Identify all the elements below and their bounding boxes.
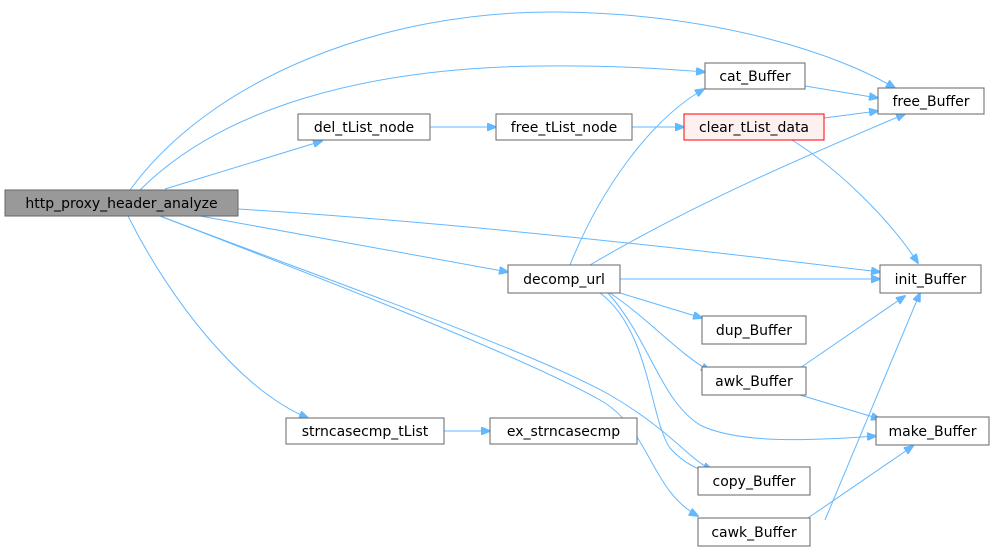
node-label: cawk_Buffer xyxy=(711,525,797,541)
node-label: del_tList_node xyxy=(314,120,414,136)
node-label: init_Buffer xyxy=(895,272,967,288)
edge-clear-init-buffer xyxy=(791,139,918,263)
node-awk-buffer[interactable]: awk_Buffer xyxy=(701,366,807,396)
edge-root-cawk-buffer xyxy=(159,215,698,516)
node-label: free_Buffer xyxy=(892,94,969,110)
node-cawk-buffer[interactable]: cawk_Buffer xyxy=(697,517,811,547)
node-ex-strncasecmp[interactable]: ex_strncasecmp xyxy=(489,417,638,445)
node-label: dup_Buffer xyxy=(716,323,792,339)
edge-cawk-init-buffer xyxy=(824,293,920,521)
node-label: cat_Buffer xyxy=(719,69,791,85)
edge-root-decomp-url xyxy=(199,215,508,272)
edge-root-copy-buffer xyxy=(159,215,712,470)
edge-decomp-free-buffer xyxy=(589,114,905,266)
edge-decomp-cat-buffer xyxy=(569,89,704,266)
edge-cawk-make-buffer xyxy=(807,446,913,519)
node-label: make_Buffer xyxy=(889,424,977,440)
edge-awk-init-buffer xyxy=(799,296,905,369)
node-http-proxy-header-analyze[interactable]: http_proxy_header_analyze xyxy=(4,189,239,217)
node-label: copy_Buffer xyxy=(713,474,796,490)
edge-root-strncasecmp-tlist xyxy=(127,215,308,418)
edge-root-cat-buffer xyxy=(139,65,705,191)
node-label: ex_strncasecmp xyxy=(507,424,620,440)
node-decomp-url[interactable]: decomp_url xyxy=(507,264,621,294)
node-label: strncasecmp_tList xyxy=(302,424,429,440)
node-copy-buffer[interactable]: copy_Buffer xyxy=(697,466,811,496)
node-init-buffer[interactable]: init_Buffer xyxy=(879,264,982,294)
node-label: awk_Buffer xyxy=(715,374,793,390)
node-free-tlist-node[interactable]: free_tList_node xyxy=(495,113,633,141)
node-cat-buffer[interactable]: cat_Buffer xyxy=(704,62,806,90)
edge-decomp-copy-buffer xyxy=(599,292,712,473)
edge-root-del-tlist-node xyxy=(164,141,322,190)
node-label: clear_tList_data xyxy=(699,120,809,136)
node-label: decomp_url xyxy=(523,272,605,288)
node-make-buffer[interactable]: make_Buffer xyxy=(875,416,990,446)
node-clear-tlist-data[interactable]: clear_tList_data xyxy=(683,113,825,141)
node-free-buffer[interactable]: free_Buffer xyxy=(877,87,985,115)
node-label: free_tList_node xyxy=(511,120,618,136)
edge-awk-make-buffer xyxy=(799,394,880,419)
edge-root-free-buffer xyxy=(129,11,895,191)
edge-decomp-awk-buffer xyxy=(609,292,710,371)
edges xyxy=(127,11,920,521)
edge-cat-free-buffer xyxy=(804,85,878,98)
edge-decomp-dup-buffer xyxy=(619,292,702,318)
node-dup-buffer[interactable]: dup_Buffer xyxy=(701,315,807,345)
edge-decomp-make-buffer xyxy=(607,292,876,440)
node-strncasecmp-tlist[interactable]: strncasecmp_tList xyxy=(285,417,445,445)
node-del-tlist-node[interactable]: del_tList_node xyxy=(297,113,431,141)
edge-clear-free-buffer xyxy=(823,111,878,119)
node-label: http_proxy_header_analyze xyxy=(25,196,217,212)
edge-root-init-buffer xyxy=(237,208,880,272)
